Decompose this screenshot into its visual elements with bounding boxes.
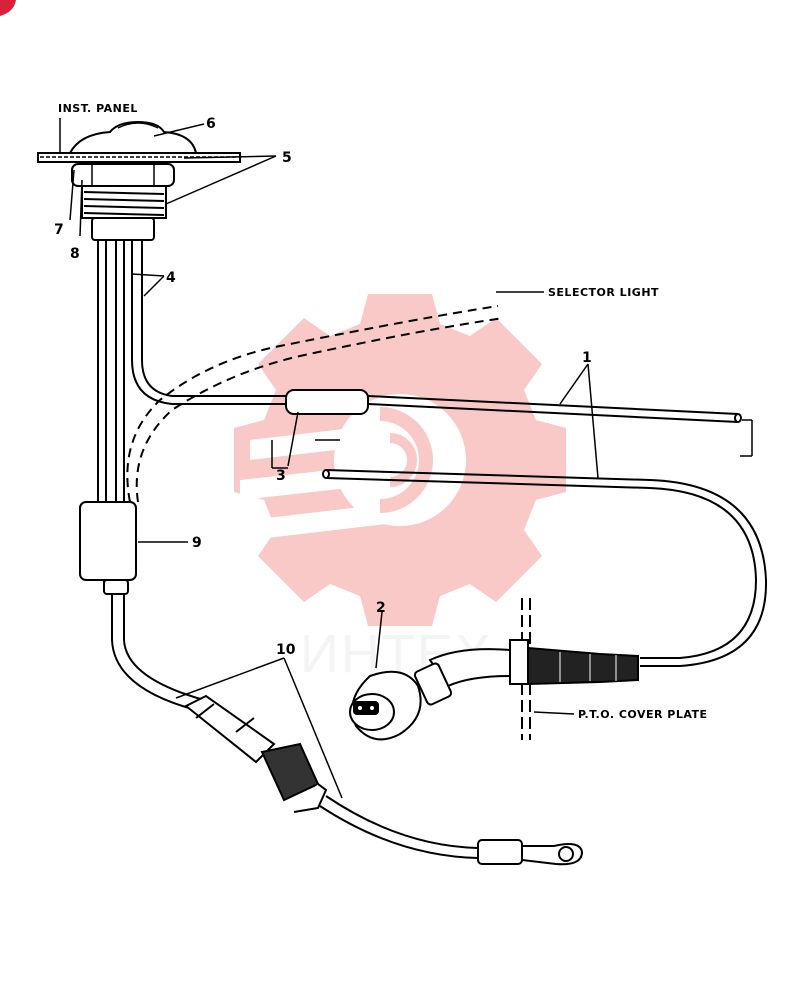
gear-icon xyxy=(234,294,566,626)
selector-light-wire xyxy=(126,305,505,503)
instrument-panel-switch xyxy=(37,120,241,241)
wire-boot xyxy=(527,646,639,686)
callout-8: 8 xyxy=(70,246,80,262)
label-pto-cover-plate: P.T.O. COVER PLATE xyxy=(578,708,708,721)
switch-button-cap xyxy=(68,120,198,154)
switch-nut xyxy=(71,163,175,187)
label-selector-light: SELECTOR LIGHT xyxy=(548,286,659,299)
knurled-nut xyxy=(260,742,320,802)
pto-switch-unit xyxy=(349,648,511,741)
callout-5: 5 xyxy=(282,150,292,166)
callout-3: 3 xyxy=(276,468,286,484)
upper-wire-assembly xyxy=(271,389,753,469)
switch-terminal-base xyxy=(91,217,155,241)
watermark-logo: ИНТЕХ xyxy=(234,294,566,684)
lower-wire-assembly xyxy=(322,469,768,667)
splice-connector-9 xyxy=(79,501,137,595)
leader-lines xyxy=(59,118,599,799)
switch-wires xyxy=(97,240,286,502)
callout-6: 6 xyxy=(206,116,216,132)
callout-7: 7 xyxy=(54,222,64,238)
callout-9: 9 xyxy=(192,535,202,551)
callout-1: 1 xyxy=(582,350,592,366)
connector-sleeve-upper xyxy=(285,389,369,415)
callout-4: 4 xyxy=(166,270,176,286)
ground-wire-assembly xyxy=(111,594,584,866)
corner-mark xyxy=(0,0,16,16)
callout-10: 10 xyxy=(276,642,296,658)
callout-2: 2 xyxy=(376,600,386,616)
label-inst-panel: INST. PANEL xyxy=(58,102,138,115)
